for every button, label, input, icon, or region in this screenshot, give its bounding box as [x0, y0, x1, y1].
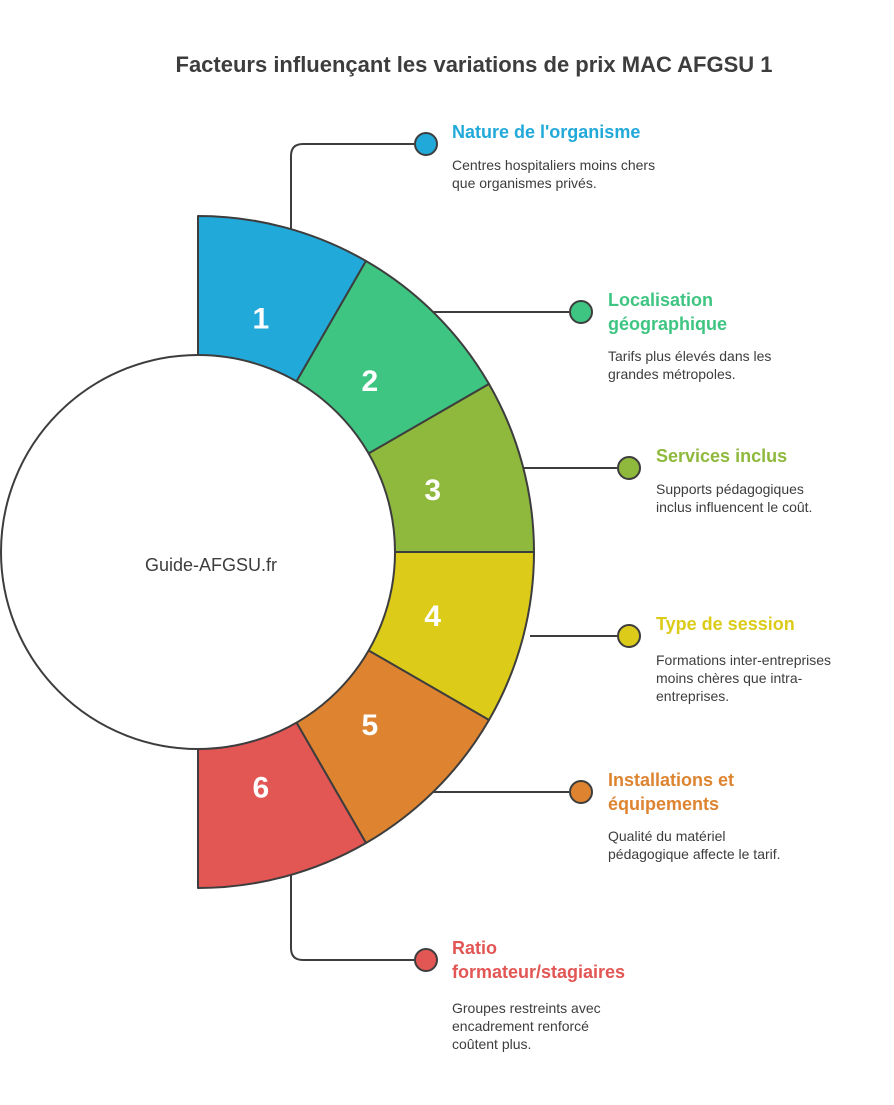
- connector-line-1: [290, 143, 414, 230]
- hub-circle: [0, 354, 396, 750]
- diagram-title: Facteurs influençant les variations de p…: [175, 52, 773, 77]
- marker-dot-4: [617, 624, 641, 648]
- marker-dot-1: [414, 132, 438, 156]
- factor-title-1: Nature de l'organisme: [452, 122, 641, 142]
- factor-title-6: Ratio formateur/stagiaires: [452, 938, 626, 982]
- marker-dot-6: [414, 948, 438, 972]
- factor-title-4: Type de session: [656, 614, 795, 634]
- marker-dot-2: [569, 300, 593, 324]
- factor-title-5: Installations et équipements: [608, 770, 735, 814]
- segment-number-1: 1: [253, 302, 270, 335]
- factor-description-5: Qualité du matériel pédagogique affecte …: [608, 828, 781, 862]
- segment-number-6: 6: [253, 772, 270, 805]
- factor-description-6: Groupes restreints avec encadrement renf…: [452, 1000, 601, 1052]
- factor-description-1: Centres hospitaliers moins chers que org…: [452, 157, 656, 191]
- marker-dot-3: [617, 456, 641, 480]
- factor-title-3: Services inclus: [656, 446, 788, 466]
- factor-description-3: Supports pédagogiques inclus influencent…: [656, 481, 813, 515]
- factor-description-4: Formations inter-entreprises moins chère…: [656, 652, 832, 704]
- connector-line-6: [290, 874, 414, 961]
- factor-description-2: Tarifs plus élevés dans les grandes métr…: [608, 348, 772, 382]
- segment-number-2: 2: [361, 365, 378, 398]
- marker-dot-5: [569, 780, 593, 804]
- segment-number-3: 3: [424, 474, 441, 507]
- hub-label: Guide-AFGSU.fr: [145, 555, 277, 575]
- factor-title-2: Localisation géographique: [608, 290, 728, 334]
- segment-number-4: 4: [424, 600, 441, 633]
- segment-number-5: 5: [361, 709, 378, 742]
